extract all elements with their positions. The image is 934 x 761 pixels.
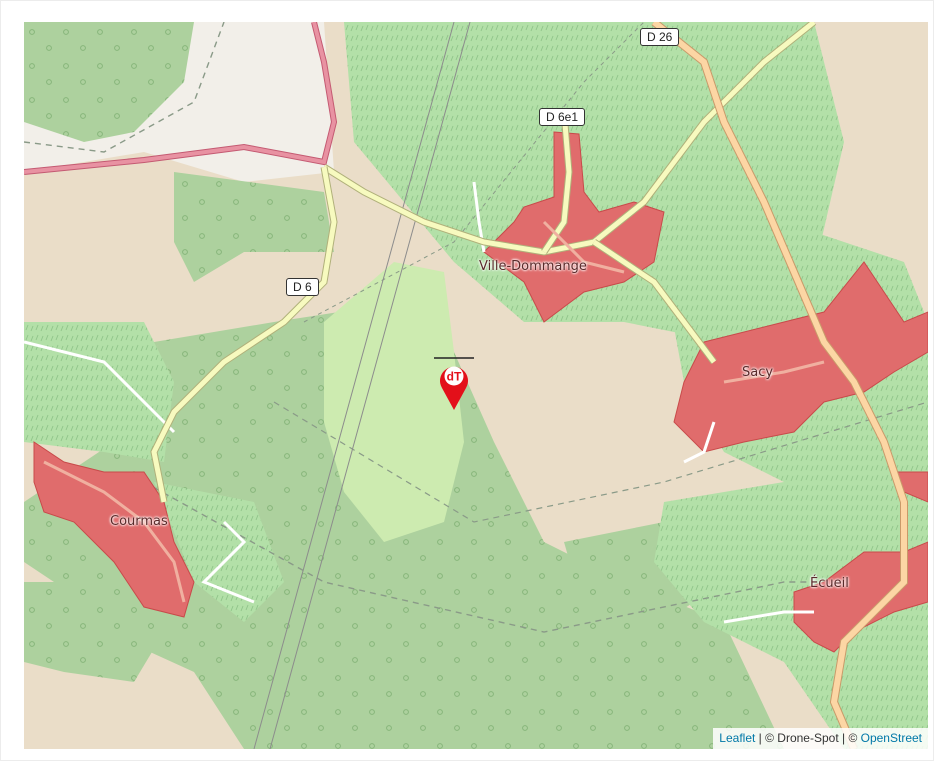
map-tiles [24,22,928,749]
map-attribution: Leaflet | © Drone-Spot | © OpenStreet [713,728,928,749]
road-label-d26: D 26 [640,28,680,46]
place-label-ville-dommange: Ville-Dommange [479,259,587,274]
map-viewport[interactable]: D 26 D 6e1 D 6 Ville-Dommange Sacy Courm… [24,22,928,749]
leaflet-link[interactable]: Leaflet [719,731,756,745]
road-label-d6e1: D 6e1 [539,108,586,126]
place-label-sacy: Sacy [742,365,774,380]
drone-spot-pin-icon[interactable]: dT [434,354,474,414]
marker-text: dT [447,370,462,384]
place-label-courmas: Courmas [110,514,168,529]
openstreetmap-link[interactable]: OpenStreet [860,731,922,745]
road-label-d6: D 6 [286,278,319,296]
attribution-text: | © Drone-Spot | © [755,731,861,745]
place-label-ecueil: Écueil [810,576,849,591]
